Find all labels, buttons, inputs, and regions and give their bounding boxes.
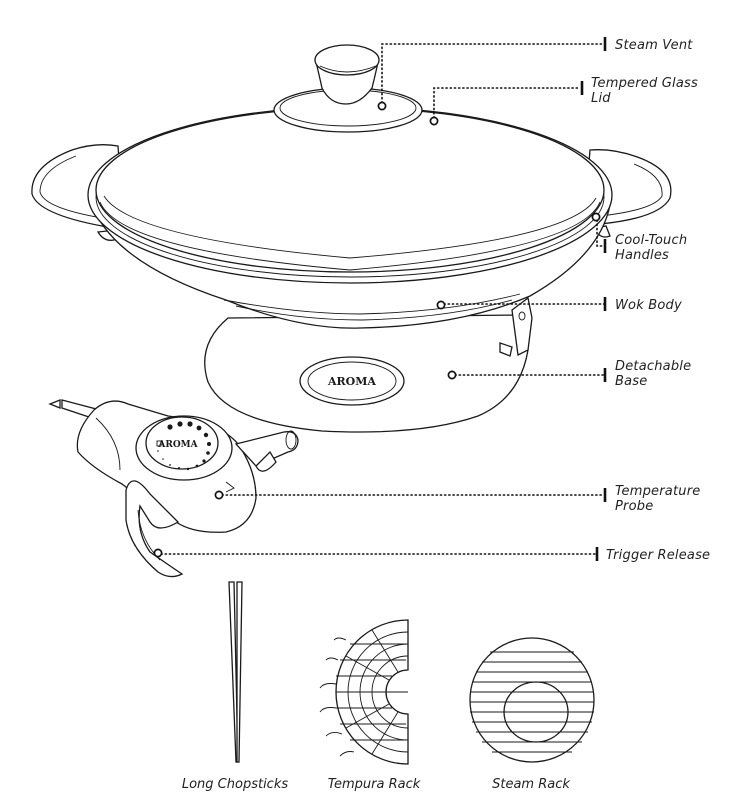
handles-marker (591, 212, 601, 222)
steam-vent-marker (377, 101, 387, 111)
long-chopsticks (228, 581, 243, 763)
label-handles-line2: Handles (615, 248, 669, 263)
base-marker (447, 370, 457, 380)
label-glass-lid-line2: Lid (591, 91, 611, 106)
lid-knob (314, 44, 380, 105)
steam-rack (469, 637, 595, 763)
label-trigger-release: Trigger Release (606, 548, 710, 563)
wok-body-marker (436, 300, 446, 310)
probe-marker (214, 490, 224, 500)
callout-labels: Steam Vent Tempered Glass Lid Cool-Touch… (182, 38, 710, 792)
label-handles-line1: Cool-Touch (615, 233, 687, 248)
label-probe-line2: Probe (615, 499, 653, 514)
label-base-line2: Base (615, 374, 647, 389)
label-steam-vent: Steam Vent (615, 38, 693, 53)
label-glass-lid-line1: Tempered Glass (591, 76, 698, 91)
caption-long-chopsticks: Long Chopsticks (182, 777, 288, 792)
temperature-probe: AROMA (48, 399, 299, 533)
label-wok-body: Wok Body (615, 298, 682, 313)
caption-steam-rack: Steam Rack (492, 777, 570, 792)
label-base-line1: Detachable (615, 359, 691, 374)
glass-lid-marker (429, 116, 439, 126)
callout-leaders (153, 37, 607, 561)
caption-tempura-rack: Tempura Rack (328, 777, 421, 792)
detachable-base: AROMA (204, 296, 533, 433)
aroma-logo-base: AROMA (327, 375, 376, 388)
trigger-marker (153, 548, 163, 558)
tempura-rack (319, 619, 409, 765)
label-probe-line1: Temperature (615, 484, 700, 499)
tempered-glass-lid (95, 87, 605, 273)
dial-dots (157, 421, 211, 471)
aroma-logo-probe: AROMA (157, 440, 198, 450)
